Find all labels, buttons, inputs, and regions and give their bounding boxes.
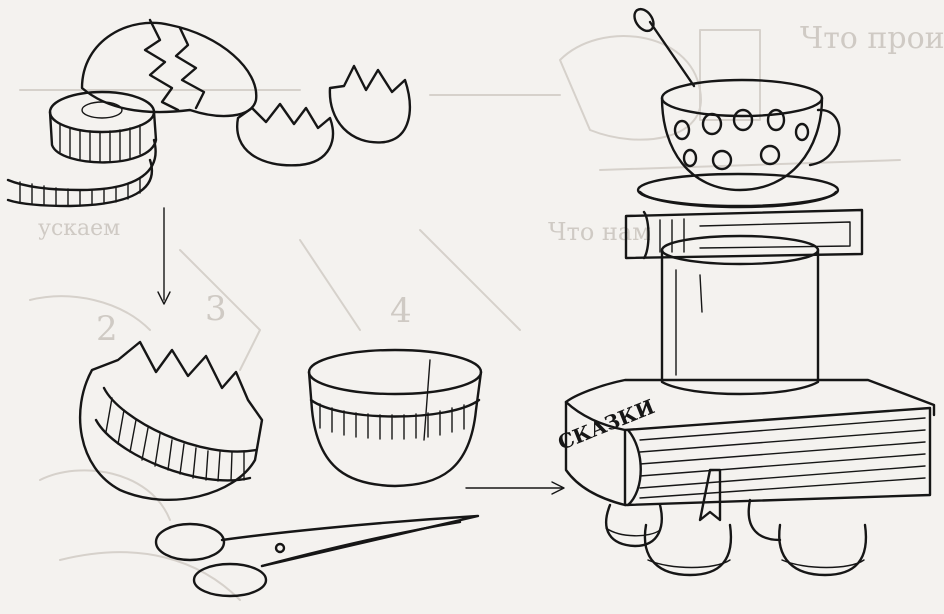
arrow-down — [158, 208, 170, 304]
arrow-right — [466, 482, 564, 494]
ghost-text-middle-center: Что нам — [548, 218, 651, 246]
stand-assembly: СКАЗКИ — [554, 6, 934, 575]
ghost-step-2: 2 — [96, 309, 118, 349]
book-spine-label: СКАЗКИ — [554, 394, 657, 454]
ghost-text-middle-left: ускаем — [38, 216, 120, 241]
taped-eggshell — [80, 342, 262, 500]
taped-cup — [309, 350, 481, 486]
scissors — [156, 516, 478, 596]
cracked-egg — [82, 20, 256, 116]
ghost-step-4: 4 — [390, 291, 412, 331]
ghost-step-3: 3 — [205, 289, 227, 329]
eggshell-halves — [237, 66, 410, 165]
ghost-text-top-right: Что прои — [800, 21, 944, 56]
